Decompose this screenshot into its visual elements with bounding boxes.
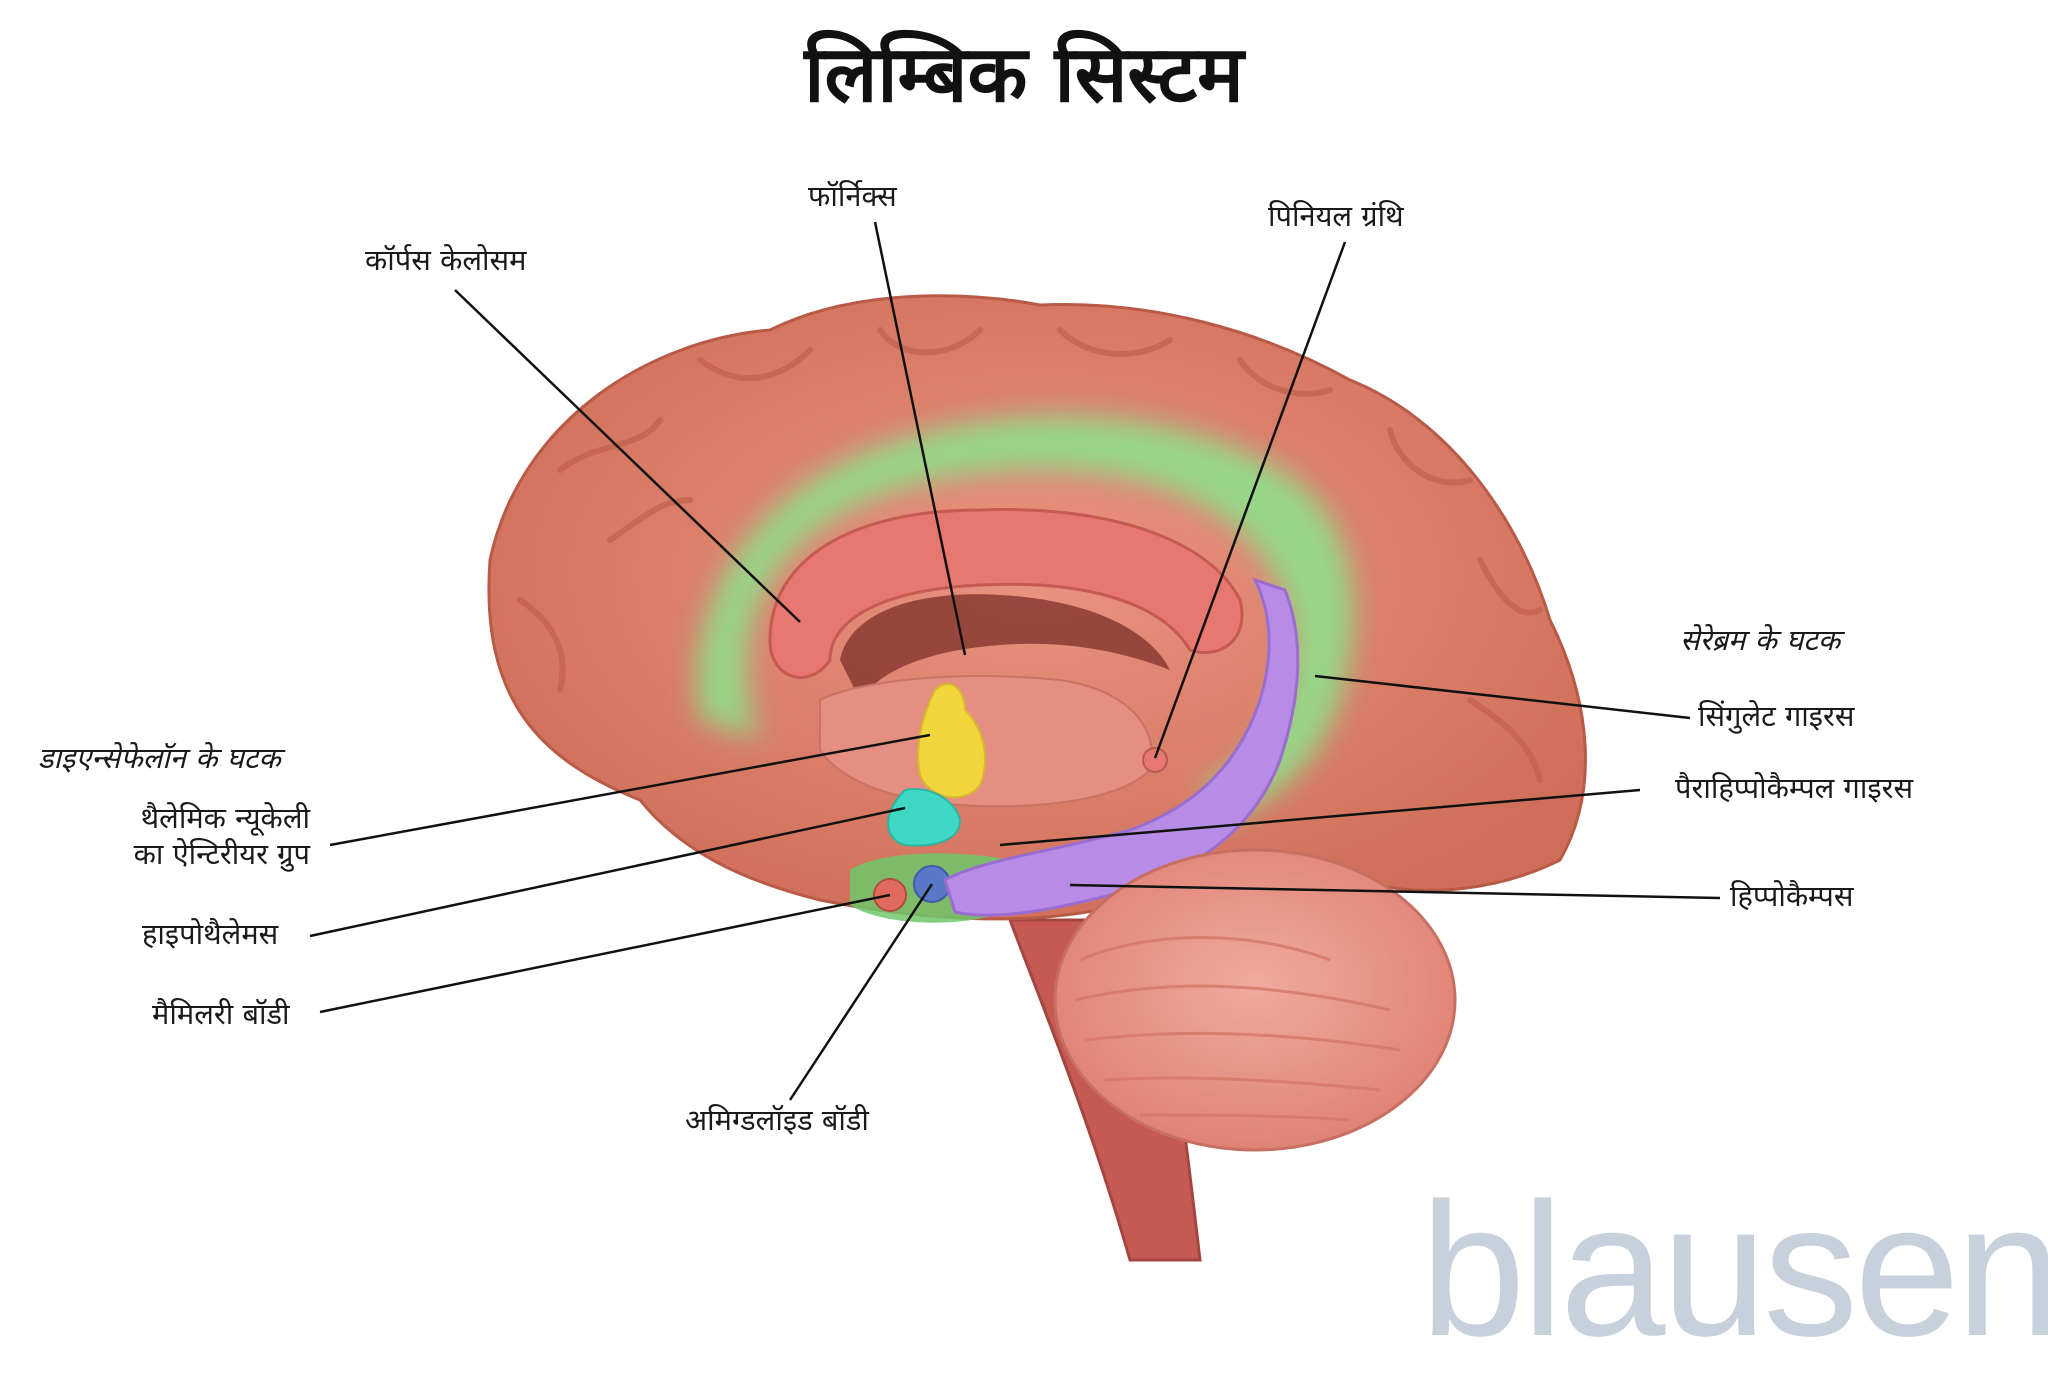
leader-hypothalamus [309,806,906,938]
leader-pineal [1153,241,1347,759]
leader-lines [309,221,1721,1101]
leader-amygdala [788,883,934,1101]
hypothalamus [887,788,962,847]
label-amygdaloid-body: अमिग्डलॉइड बॉडी [685,1103,869,1137]
label-thalamic-nuclei: थैलेमिक न्यूकेली का ऐन्टिरीयर ग्रुप [110,800,310,873]
pineal-gland [1142,747,1168,773]
leader-cingulate [1314,674,1691,720]
hippocampus [943,577,1300,917]
cerebellum-folia [1074,936,1401,1122]
label-thalamic-line2: का ऐन्टिरीयर ग्रुप [133,837,310,872]
label-corpus-callosum: कॉर्पस केलोसम [365,243,527,277]
thalamus [917,682,986,799]
label-hippocampus: हिप्पोकैम्पस [1730,879,1854,913]
leader-mammillary [319,893,891,1014]
leader-thalamic [329,733,931,847]
label-parahippocampal-gyrus: पैराहिप्पोकैम्पल गाइरस [1675,771,1914,805]
fornix [840,594,1170,700]
leader-corpus-callosum [454,289,801,623]
diagram-title: लिम्बिक सिस्टम [804,30,1244,120]
label-hypothalamus: हाइपोथैलेमस [142,917,279,951]
label-cingulate-gyrus: सिंगुलेट गाइरस [1698,699,1855,733]
heading-diencephalon-components: डाइएन्सेफेलॉन के घटक [38,741,281,775]
label-fornix: फॉर्निक्स [808,179,897,213]
leader-fornix [873,221,967,656]
gyri-texture [517,327,1543,783]
heading-cerebrum-components: सेरेब्रम के घटक [1680,623,1841,657]
diencephalon [819,675,1153,808]
cingulate-gyrus [696,416,1354,820]
label-mammillary-body: मैमिलरी बॉडी [152,997,290,1031]
cerebellum [1053,848,1457,1152]
blausen-logo: blausen [1420,1164,2048,1376]
label-thalamic-line1: थैलेमिक न्यूकेली [140,801,310,835]
leader-parahippocampal [999,788,1641,847]
label-pineal-gland: पिनियल ग्रंथि [1268,199,1404,233]
leader-hippocampus [1069,883,1721,900]
